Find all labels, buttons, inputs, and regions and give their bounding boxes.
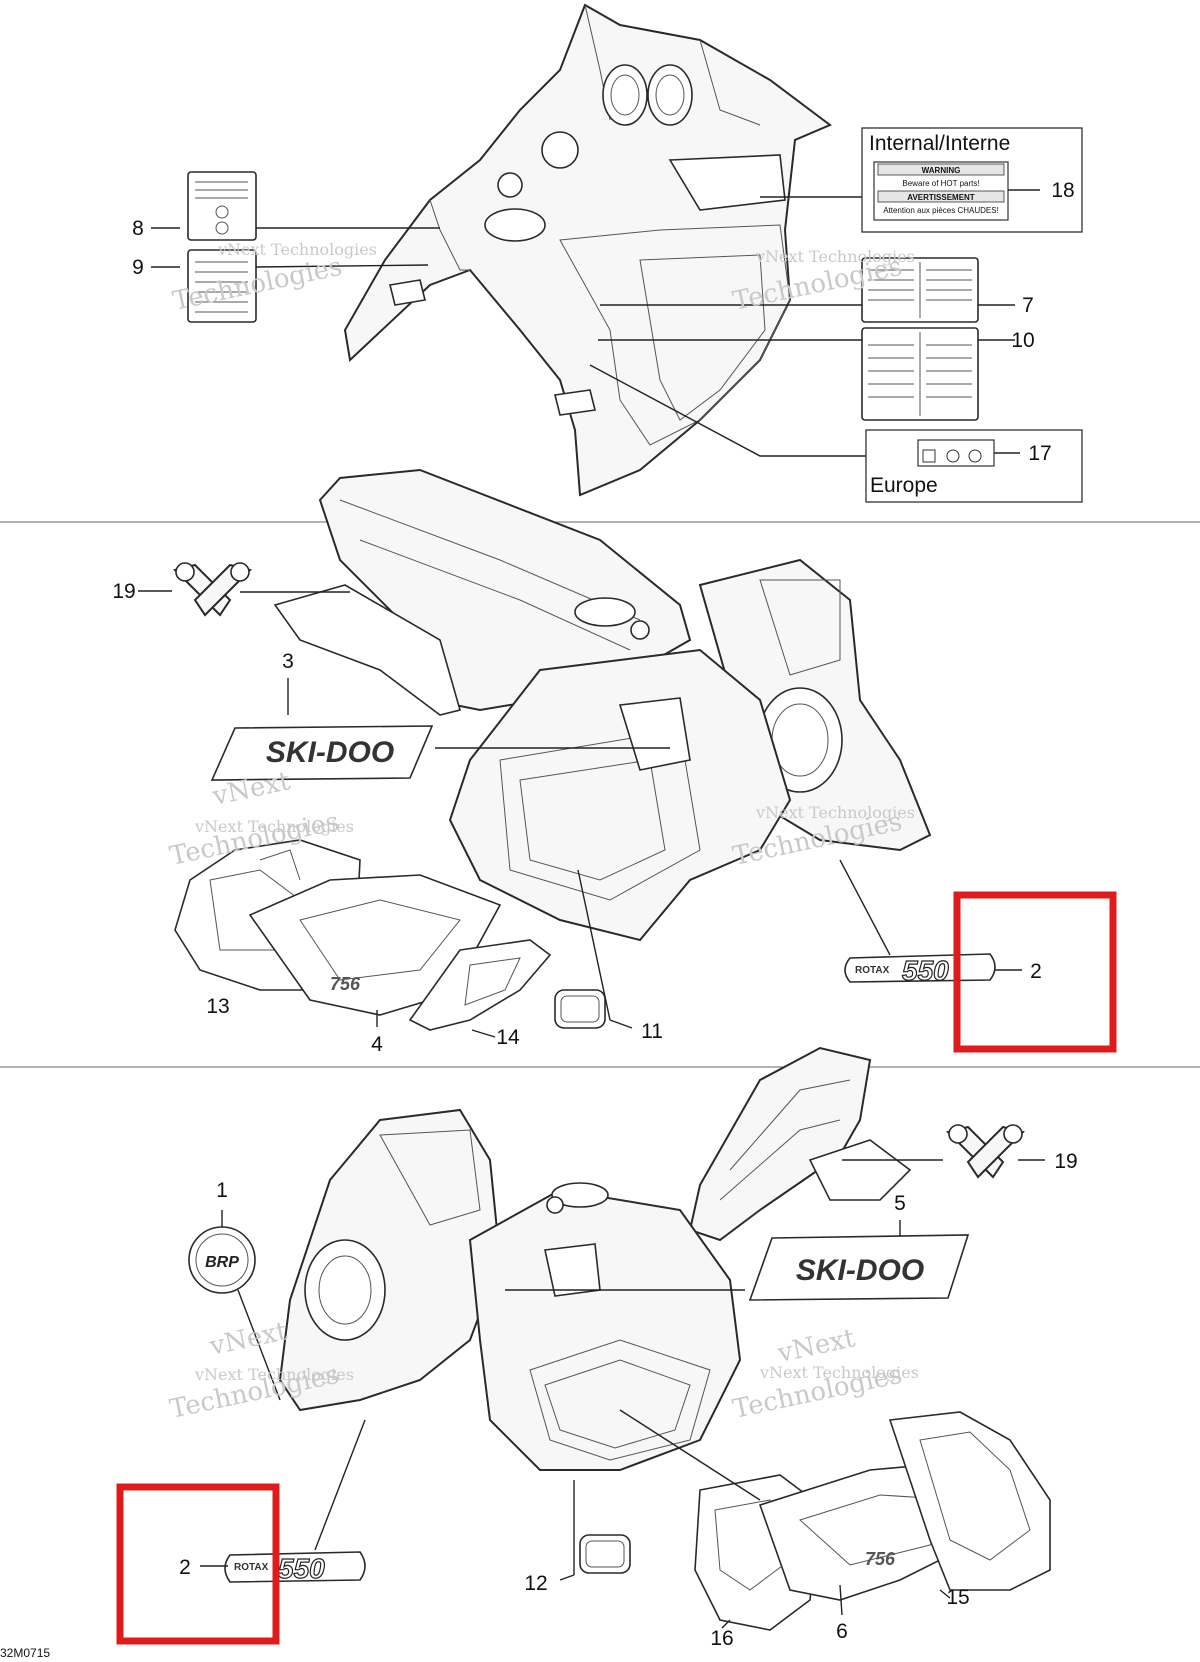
crossed-pistons-decal-19 <box>173 562 252 617</box>
callout-1: 1 <box>216 1179 228 1202</box>
internal-box-title: Internal/Interne <box>869 132 1010 155</box>
side-wrap-decal-14 <box>408 939 552 1031</box>
callout-4: 4 <box>371 1033 383 1056</box>
top-leader-lines <box>151 189 1040 457</box>
europe-decal-box: Europe <box>865 429 1083 503</box>
callout-19-middle: 19 <box>112 580 135 603</box>
rotax-bottom-number: 550 <box>278 1553 325 1584</box>
vehicle-left-side-view <box>273 468 932 942</box>
middle-leader-lines <box>138 590 1022 1038</box>
highlight-box-bottom-item-2 <box>116 1483 280 1645</box>
crossed-pistons-decal-19-bottom <box>946 1124 1025 1179</box>
callout-3: 3 <box>282 650 294 673</box>
watermark-brand-2: vNext Technologies <box>755 247 915 266</box>
brp-round-decal-1: BRP <box>188 1226 256 1294</box>
callout-17: 17 <box>1028 442 1051 465</box>
decal-label-8 <box>187 171 257 241</box>
callout-16: 16 <box>710 1627 733 1650</box>
callout-18: 18 <box>1051 179 1074 202</box>
decal-hot-french: Attention aux pièces CHAUDES! <box>883 206 999 215</box>
brp-logo-text: BRP <box>205 1254 239 1271</box>
side-wrap-decal-4: 756 <box>248 874 502 1016</box>
skidoo-decal-3-text: SKI-DOO <box>266 736 394 769</box>
callout-9: 9 <box>132 256 144 279</box>
rotax-middle-word: ROTAX <box>855 965 890 976</box>
decal-hot-english: Beware of HOT parts! <box>902 179 979 188</box>
skidoo-decal-5: SKI-DOO <box>748 1234 970 1301</box>
watermark-brand-6: vNext Technologies <box>759 1363 919 1382</box>
vehicle-right-side-view <box>278 1046 912 1471</box>
decal-label-9 <box>187 249 257 323</box>
callout-11: 11 <box>641 1020 663 1043</box>
watermark-brand-1: vNext Technologies <box>217 240 377 259</box>
rotax-bottom-word: ROTAX <box>234 1562 269 1573</box>
decal-warning-word: WARNING <box>922 166 961 175</box>
callout-7: 7 <box>1022 294 1034 317</box>
callout-15: 15 <box>946 1586 969 1609</box>
callout-2-bottom: 2 <box>179 1556 191 1579</box>
callout-6: 6 <box>836 1620 848 1643</box>
europe-box-title: Europe <box>870 474 938 497</box>
hood-top-view <box>343 3 832 497</box>
callout-8: 8 <box>132 217 144 240</box>
side-wrap-decal-15 <box>888 1411 1051 1591</box>
rotax-middle-number: 550 <box>902 955 949 986</box>
rotax-550-decal-2-bottom: ROTAX 550 <box>224 1551 366 1585</box>
bottom-leader-lines <box>200 1159 1045 1629</box>
rotax-550-decal-2-middle: ROTAX 550 <box>844 953 996 987</box>
decal-4-number: 756 <box>330 974 361 994</box>
decal-plate-12 <box>579 1534 631 1574</box>
decal-6-number: 756 <box>865 1549 896 1569</box>
callout-14: 14 <box>496 1026 520 1049</box>
figure-code: 32M0715 <box>0 1646 50 1660</box>
watermark-brand-4: vNext Technologies <box>755 803 915 822</box>
skidoo-decal-5-text: SKI-DOO <box>796 1254 924 1287</box>
callout-2-middle: 2 <box>1030 960 1042 983</box>
callout-labels: 8 9 18 7 10 17 19 3 13 4 14 11 2 1 19 5 … <box>112 179 1077 1650</box>
decal-plate-11 <box>554 989 606 1029</box>
callout-13: 13 <box>206 995 229 1018</box>
decal-avertissement-word: AVERTISSEMENT <box>907 193 975 202</box>
callout-19-bottom: 19 <box>1054 1150 1077 1173</box>
highlight-box-middle-item-2 <box>953 891 1117 1053</box>
internal-decal-box: Internal/Interne WARNING Beware of HOT p… <box>861 127 1083 233</box>
callout-12: 12 <box>524 1572 547 1595</box>
callout-10: 10 <box>1011 329 1034 352</box>
watermark-brand-5: vNext Technologies <box>194 1365 354 1384</box>
skidoo-decal-3: SKI-DOO <box>210 725 434 781</box>
watermark-word-6: vNext <box>206 1316 290 1362</box>
decal-label-7 <box>861 257 979 323</box>
callout-5: 5 <box>894 1192 906 1215</box>
decal-label-10 <box>861 327 979 421</box>
watermark-brand-3: vNext Technologies <box>194 817 354 836</box>
